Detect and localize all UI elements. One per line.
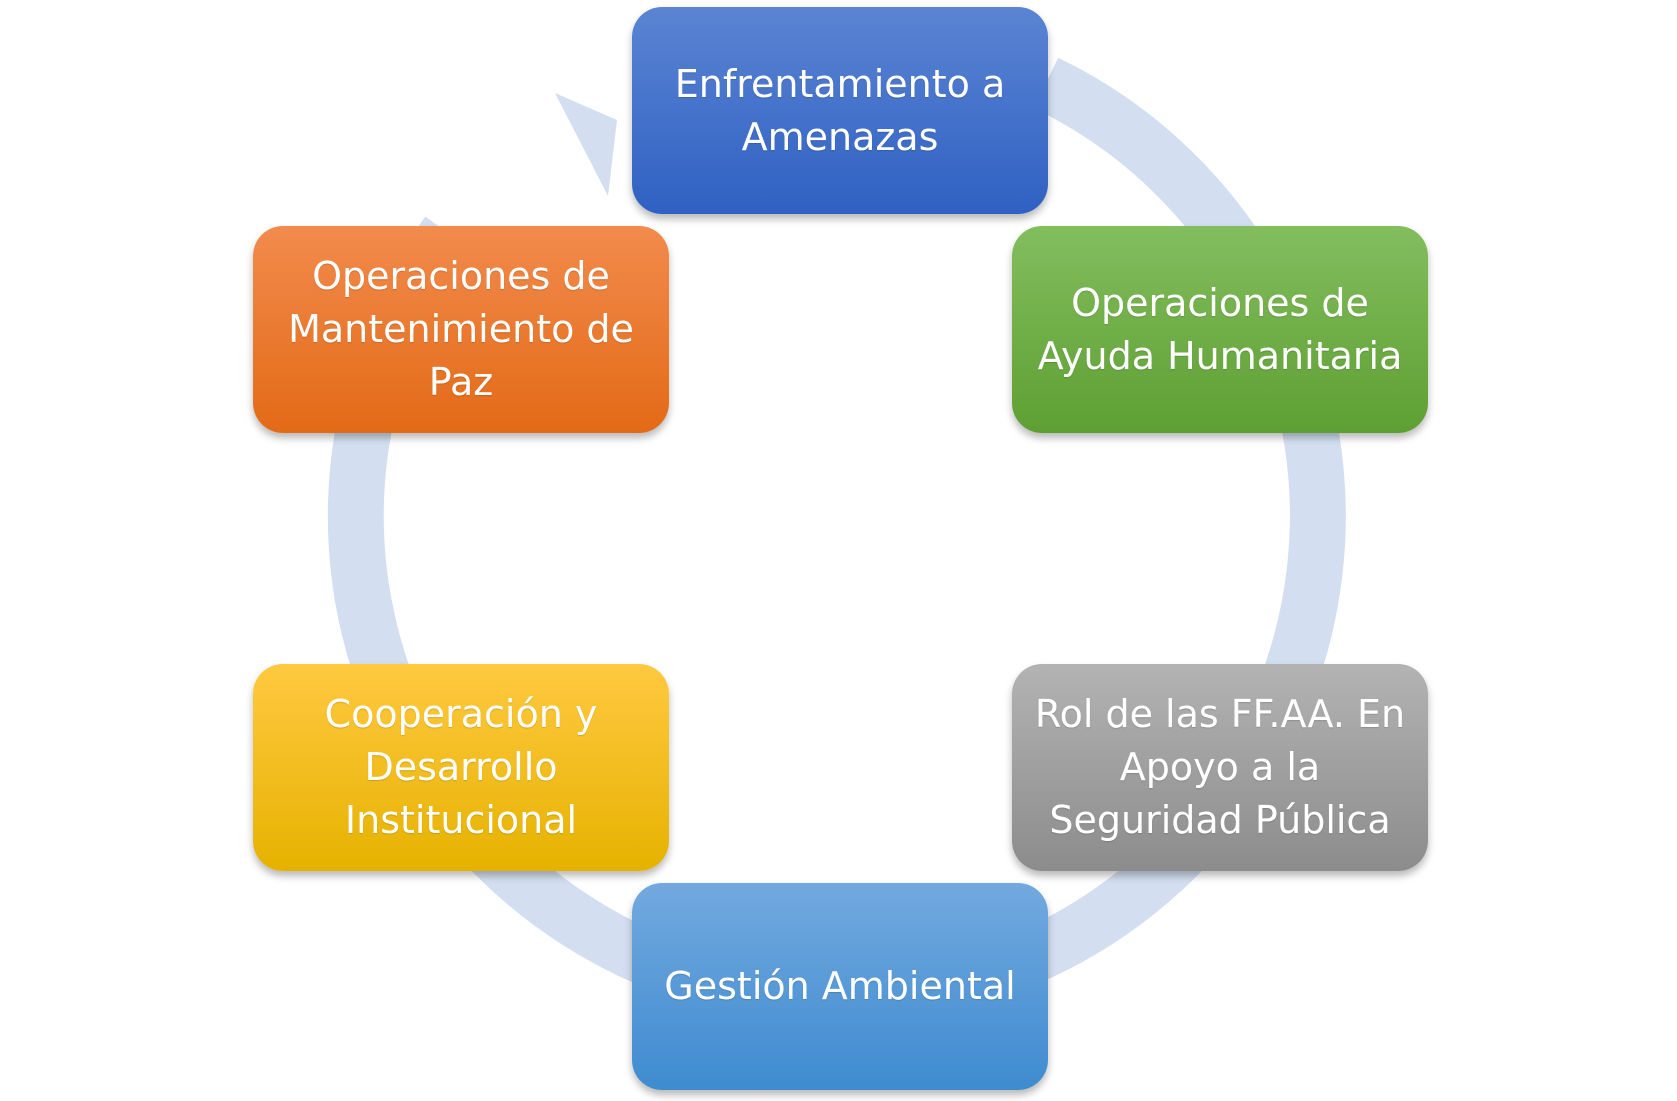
node-label: Enfrentamiento a Amenazas: [674, 61, 1006, 159]
node-operaciones-ayuda-humanitaria: Operaciones de Ayuda Humanitaria: [1012, 226, 1428, 433]
node-gestion-ambiental: Gestión Ambiental: [632, 883, 1048, 1090]
node-cooperacion-desarrollo: Cooperación y Desarrollo Institucional: [253, 664, 669, 871]
node-enfrentamiento-amenazas: Enfrentamiento a Amenazas: [632, 7, 1048, 214]
node-operaciones-mantenimiento-paz: Operaciones de Mantenimiento de Paz: [253, 226, 669, 433]
node-label: Operaciones de Ayuda Humanitaria: [1037, 280, 1403, 378]
node-label: Rol de las FF.AA. En Apoyo a la Segurida…: [1034, 692, 1406, 842]
node-label: Cooperación y Desarrollo Institucional: [324, 692, 598, 842]
node-label: Operaciones de Mantenimiento de Paz: [288, 254, 634, 404]
cycle-arrowhead: [555, 93, 617, 196]
node-rol-ffaa-seguridad-publica: Rol de las FF.AA. En Apoyo a la Segurida…: [1012, 664, 1428, 871]
node-label: Gestión Ambiental: [664, 964, 1016, 1008]
